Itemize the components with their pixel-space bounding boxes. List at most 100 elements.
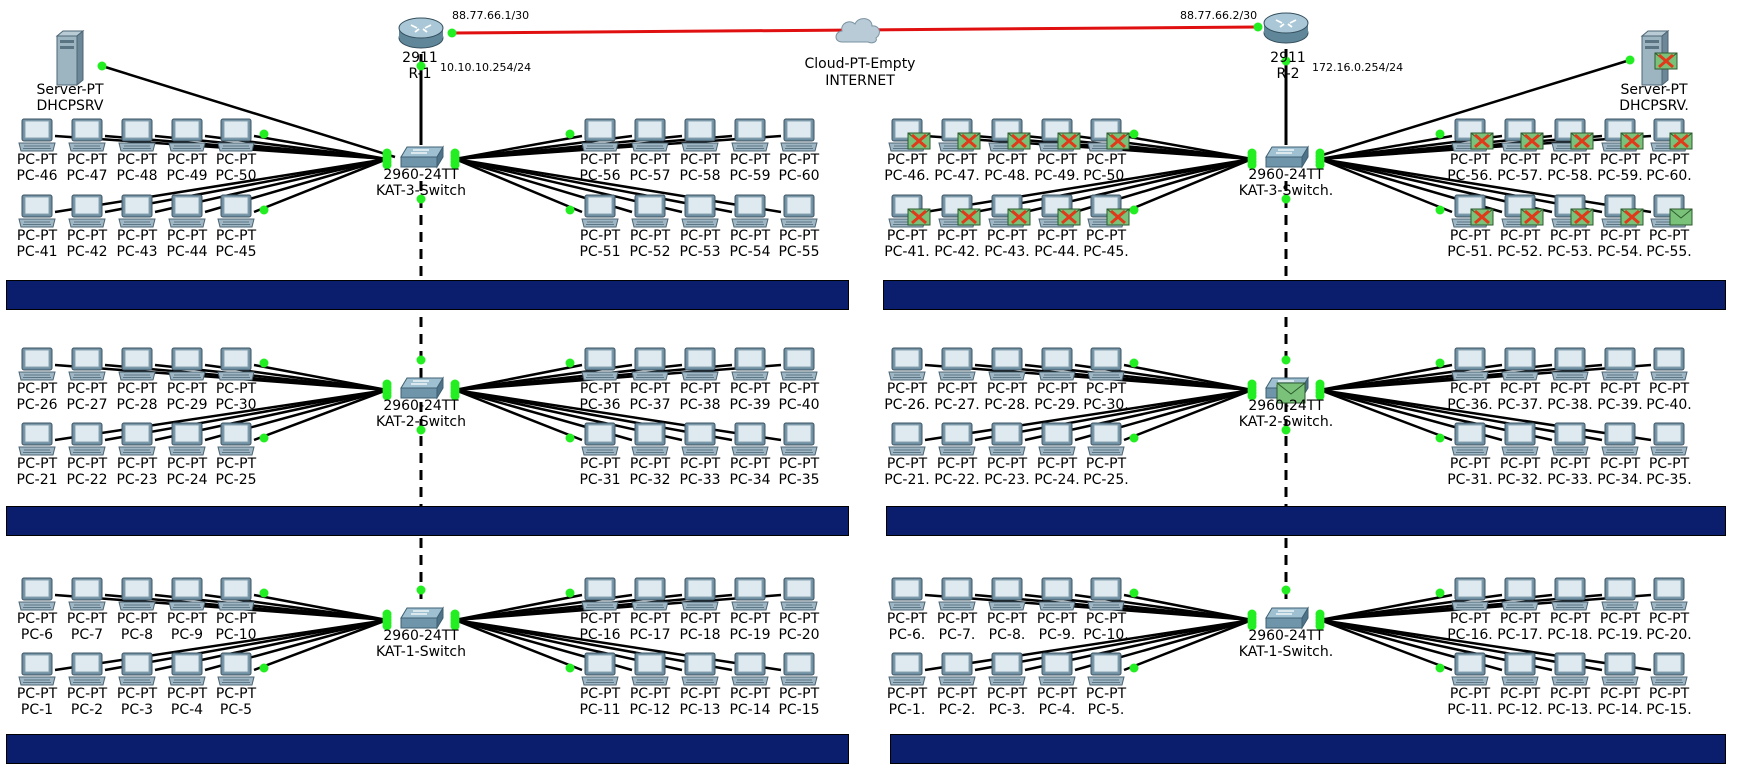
pdu-failed-icon[interactable]	[957, 132, 981, 154]
pc-device[interactable]	[1037, 422, 1077, 456]
pc-device[interactable]	[1550, 118, 1594, 152]
pdu-failed-icon[interactable]	[1620, 208, 1644, 230]
pdu-failed-icon[interactable]	[1007, 132, 1031, 154]
pdu-failed-icon[interactable]	[1106, 132, 1130, 154]
pc-device[interactable]	[1037, 118, 1081, 152]
pc-device[interactable]	[580, 118, 620, 152]
pdu-failed-icon[interactable]	[1470, 132, 1494, 154]
pc-device[interactable]	[680, 194, 720, 228]
pc-device[interactable]	[167, 347, 207, 381]
pc-device[interactable]	[1450, 194, 1494, 228]
pc-device[interactable]	[1086, 118, 1130, 152]
pc-device[interactable]	[680, 652, 720, 686]
pdu-failed-icon[interactable]	[1570, 132, 1594, 154]
pc-device[interactable]	[730, 118, 770, 152]
router-r2[interactable]	[1262, 11, 1310, 49]
pc-device[interactable]	[887, 577, 927, 611]
pc-device[interactable]	[17, 422, 57, 456]
pdu-failed-icon[interactable]	[957, 208, 981, 230]
pdu-failed-icon[interactable]	[1620, 132, 1644, 154]
pc-device[interactable]	[730, 577, 770, 611]
server-right[interactable]	[1636, 29, 1678, 90]
pc-device[interactable]	[887, 194, 931, 228]
switch-device[interactable]	[399, 145, 445, 175]
pc-device[interactable]	[1037, 347, 1077, 381]
pc-device[interactable]	[580, 347, 620, 381]
pc-device[interactable]	[580, 652, 620, 686]
pc-device[interactable]	[630, 347, 670, 381]
switch-device[interactable]	[1264, 145, 1310, 175]
pc-device[interactable]	[1500, 347, 1540, 381]
pc-device[interactable]	[987, 422, 1027, 456]
pdu-failed-icon[interactable]	[1470, 208, 1494, 230]
pc-device[interactable]	[1649, 194, 1693, 228]
pc-device[interactable]	[167, 118, 207, 152]
pc-device[interactable]	[630, 118, 670, 152]
pc-device[interactable]	[1600, 118, 1644, 152]
pc-device[interactable]	[17, 652, 57, 686]
pc-device[interactable]	[1086, 422, 1126, 456]
pc-device[interactable]	[1500, 422, 1540, 456]
pc-device[interactable]	[167, 194, 207, 228]
pc-device[interactable]	[630, 422, 670, 456]
pc-device[interactable]	[216, 194, 256, 228]
pc-device[interactable]	[1550, 194, 1594, 228]
pc-device[interactable]	[1086, 577, 1126, 611]
pc-device[interactable]	[1649, 118, 1693, 152]
pc-device[interactable]	[216, 577, 256, 611]
pc-device[interactable]	[1600, 422, 1640, 456]
pc-device[interactable]	[937, 577, 977, 611]
pc-device[interactable]	[987, 194, 1031, 228]
pc-device[interactable]	[1600, 347, 1640, 381]
pc-device[interactable]	[1550, 347, 1590, 381]
pc-device[interactable]	[680, 347, 720, 381]
pc-device[interactable]	[1600, 652, 1640, 686]
pc-device[interactable]	[17, 118, 57, 152]
pc-device[interactable]	[680, 577, 720, 611]
pc-device[interactable]	[887, 347, 927, 381]
pc-device[interactable]	[937, 347, 977, 381]
pc-device[interactable]	[167, 577, 207, 611]
pc-device[interactable]	[1550, 577, 1590, 611]
pdu-failed-icon[interactable]	[1057, 208, 1081, 230]
pc-device[interactable]	[1037, 194, 1081, 228]
pc-device[interactable]	[1450, 577, 1490, 611]
pc-device[interactable]	[1450, 652, 1490, 686]
pc-device[interactable]	[67, 194, 107, 228]
pc-device[interactable]	[730, 347, 770, 381]
pdu-failed-icon[interactable]	[1520, 132, 1544, 154]
pc-device[interactable]	[987, 652, 1027, 686]
pc-device[interactable]	[216, 422, 256, 456]
pc-device[interactable]	[987, 577, 1027, 611]
pc-device[interactable]	[580, 577, 620, 611]
pc-device[interactable]	[987, 347, 1027, 381]
pc-device[interactable]	[167, 652, 207, 686]
pc-device[interactable]	[67, 652, 107, 686]
pc-device[interactable]	[987, 118, 1031, 152]
router-r1[interactable]	[397, 16, 445, 54]
pc-device[interactable]	[1037, 577, 1077, 611]
pc-device[interactable]	[630, 577, 670, 611]
pdu-failed-icon[interactable]	[1654, 52, 1678, 74]
pc-device[interactable]	[17, 194, 57, 228]
pdu-envelope-icon[interactable]	[1669, 208, 1693, 230]
pc-device[interactable]	[779, 118, 819, 152]
pc-device[interactable]	[216, 118, 256, 152]
switch-device[interactable]	[1264, 376, 1310, 406]
pc-device[interactable]	[67, 118, 107, 152]
pdu-failed-icon[interactable]	[907, 132, 931, 154]
pc-device[interactable]	[580, 194, 620, 228]
pc-device[interactable]	[117, 118, 157, 152]
pdu-failed-icon[interactable]	[1007, 208, 1031, 230]
pc-device[interactable]	[1649, 422, 1689, 456]
pdu-failed-icon[interactable]	[1520, 208, 1544, 230]
pc-device[interactable]	[17, 347, 57, 381]
pc-device[interactable]	[1086, 194, 1130, 228]
pc-device[interactable]	[937, 652, 977, 686]
pdu-failed-icon[interactable]	[1057, 132, 1081, 154]
pc-device[interactable]	[1500, 118, 1544, 152]
pc-device[interactable]	[887, 652, 927, 686]
pc-device[interactable]	[779, 652, 819, 686]
pc-device[interactable]	[117, 652, 157, 686]
pc-device[interactable]	[1500, 652, 1540, 686]
